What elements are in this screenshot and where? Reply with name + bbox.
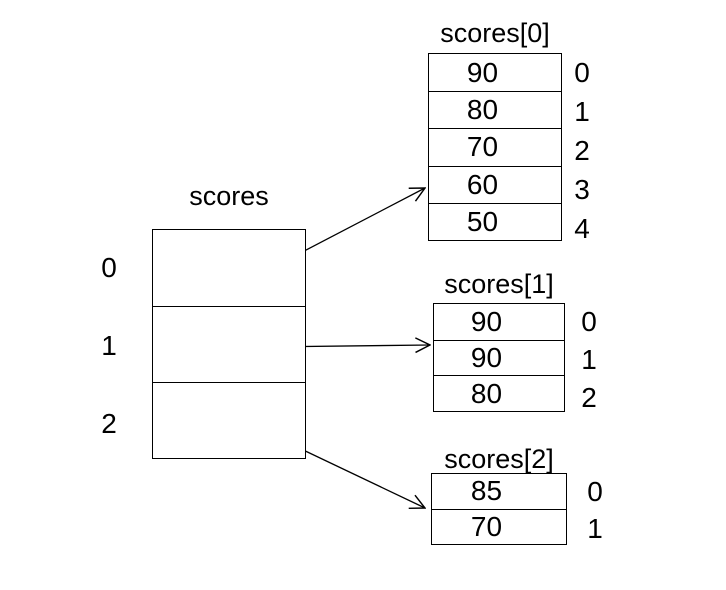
sub-array-1-title: scores[1] bbox=[444, 269, 554, 299]
sub-array-0-box: 90 80 70 60 50 bbox=[428, 53, 562, 241]
array-value-cell: 70 bbox=[429, 128, 561, 165]
sub-array-0-title: scores[0] bbox=[440, 18, 550, 48]
array-value-cell: 90 bbox=[466, 56, 499, 88]
sub-array-0-index-column: 0 1 2 3 4 bbox=[567, 53, 597, 248]
array-value-cell: 80 bbox=[434, 375, 564, 411]
sub-array-2-box: 85 70 bbox=[431, 473, 567, 545]
array-index-label: 0 bbox=[581, 306, 597, 337]
pointer-array-index-column: 0 1 2 bbox=[94, 229, 124, 463]
array-index-label: 0 bbox=[587, 475, 603, 507]
pointer-array-box bbox=[152, 229, 306, 459]
pointer-index-label: 2 bbox=[101, 408, 117, 439]
array-value-cell: 60 bbox=[429, 165, 561, 203]
pointer-cell bbox=[153, 230, 305, 306]
array-value-cell: 50 bbox=[429, 202, 561, 240]
pointer-cell bbox=[153, 306, 305, 382]
array-index-label: 1 bbox=[587, 512, 603, 544]
array-value-cell: 80 bbox=[429, 91, 561, 128]
pointer-index-label: 0 bbox=[101, 252, 117, 283]
array-value-cell: 85 bbox=[470, 475, 503, 507]
array-index-label: 2 bbox=[574, 134, 590, 166]
sub-array-2-index-column: 0 1 bbox=[580, 473, 610, 547]
array-value-cell: 90 bbox=[470, 305, 503, 337]
array-index-label: 4 bbox=[574, 212, 590, 244]
array-index-label: 1 bbox=[574, 95, 590, 127]
pointer-array-title: scores bbox=[189, 181, 269, 211]
array-index-label: 0 bbox=[574, 56, 590, 88]
array-index-label: 2 bbox=[581, 382, 597, 413]
array-index-label: 1 bbox=[581, 344, 597, 375]
sub-array-1-box: 90 90 80 bbox=[433, 303, 565, 413]
pointer-index-label: 1 bbox=[101, 330, 117, 361]
sub-array-2-title: scores[2] bbox=[444, 444, 554, 474]
sub-array-1-index-column: 0 1 2 bbox=[574, 303, 604, 417]
array-value-cell: 70 bbox=[432, 508, 566, 544]
array-value-cell: 90 bbox=[434, 339, 564, 376]
pointer-cell bbox=[153, 382, 305, 458]
array-index-label: 3 bbox=[574, 173, 590, 205]
